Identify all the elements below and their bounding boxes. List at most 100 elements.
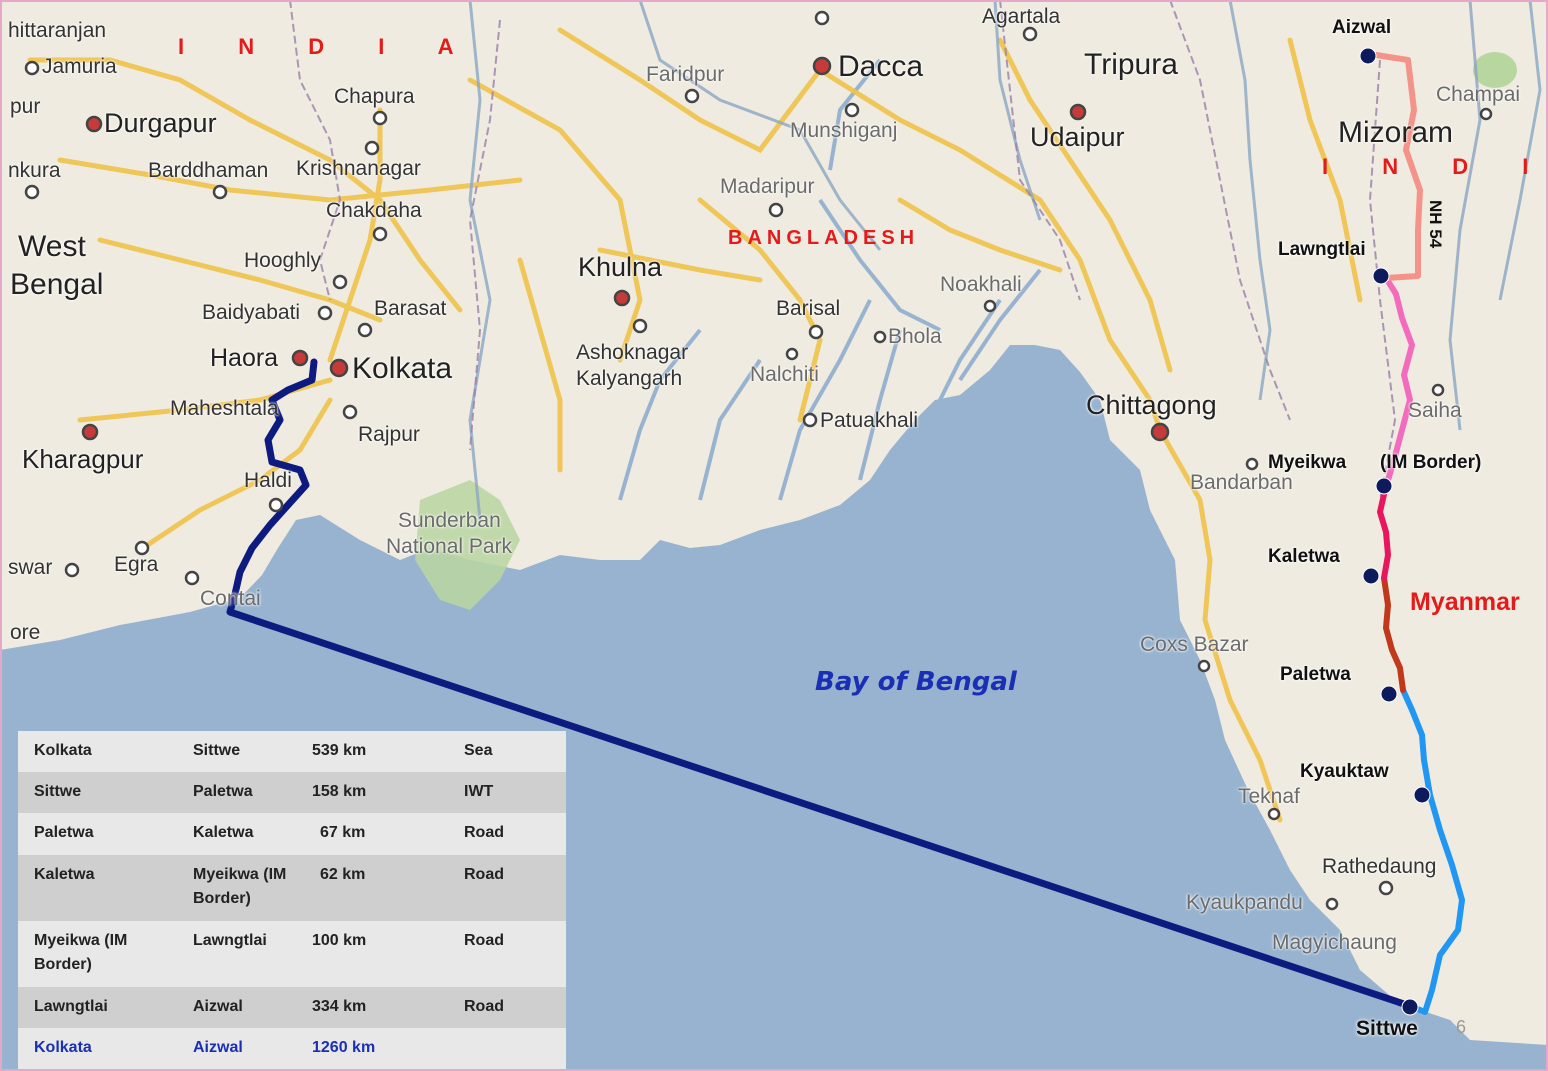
table-row: Sittwe Paletwa 158 km IWT [18, 772, 566, 814]
marker-ashoknagar [632, 318, 648, 334]
label-noakhali: Noakhali [940, 273, 1022, 296]
label-munshiganj: Munshiganj [790, 119, 898, 142]
marker-kolkata [329, 358, 349, 378]
label-chittaranjan: hittaranjan [8, 19, 107, 42]
label-coxs-bazar: Coxs Bazar [1140, 633, 1249, 656]
label-bhola: Bhola [888, 325, 942, 348]
label-magyichaung: Magyichaung [1272, 931, 1397, 954]
cell-from: Kolkata [34, 1038, 92, 1056]
label-barddhaman: Barddhaman [148, 159, 269, 182]
label-rathedaung: Rathedaung [1322, 855, 1437, 878]
marker-nalchiti [785, 347, 799, 361]
label-chapura: Chapura [334, 85, 415, 108]
marker-chapura [372, 110, 388, 126]
cell-mode: Road [464, 931, 504, 949]
label-contai: Contai [200, 587, 261, 610]
cell-distance: 62 km [320, 865, 366, 883]
cell-distance: 100 km [312, 931, 367, 949]
label-sunderban: Sunderban [398, 509, 501, 532]
marker-kyaukpandu [1325, 897, 1339, 911]
sunderban-park [415, 480, 520, 610]
label-faridpur: Faridpur [646, 63, 725, 86]
cell-mode: Sea [464, 742, 493, 759]
marker-udaipur [1069, 103, 1087, 121]
cell-to: Aizwal [193, 1038, 243, 1056]
label-haldia: Haldi [244, 469, 292, 492]
marker-barasat [357, 322, 373, 338]
label-egra: Egra [114, 553, 159, 576]
cell-distance: 1260 km [312, 1038, 376, 1056]
marker-dacca [812, 56, 832, 76]
label-west: West [18, 230, 86, 263]
cell-to: Sittwe [193, 742, 241, 759]
label-bay-of-bengal: Bay of Bengal [815, 667, 1017, 697]
sea-area [0, 345, 1548, 1071]
marker-swar [64, 562, 80, 578]
marker-baidyabati [317, 305, 333, 321]
delta-channels [618, 58, 1332, 1032]
label-saiha: Saiha [1408, 399, 1462, 422]
route-sea-kolkata-sittwe [226, 358, 1414, 1010]
mizoram-park [1473, 52, 1517, 88]
label-nalchiti: Nalchiti [750, 363, 819, 386]
cell-to: Myeikwa (IM Border) [193, 865, 287, 907]
label-hooghly: Hooghly [244, 249, 322, 272]
table-row: Myeikwa (IM Border) Lawngtlai 100 km Roa… [18, 920, 566, 987]
label-champai: Champai [1436, 83, 1521, 106]
label-dacca: Dacca [838, 50, 924, 83]
table-row: Lawngtlai Aizwal 334 km Road [18, 986, 566, 1028]
cell-to: Lawngtlai [193, 931, 267, 949]
route-iwt-sittwe-paletwa [1400, 687, 1465, 1015]
cell-distance: 539 km [312, 742, 367, 759]
route-road-lawngtlai-aizwal [1367, 51, 1423, 281]
node-lawngtlai [1372, 267, 1390, 285]
label-chittagong: Chittagong [1086, 390, 1217, 420]
table-row: Kolkata Sittwe 539 km Sea [18, 731, 566, 773]
marker-rajpur [342, 404, 358, 420]
route-label-aizwal: Aizwal [1332, 17, 1392, 38]
route-label-im-border: (IM Border) [1380, 452, 1482, 473]
node-myeikwa [1375, 477, 1393, 495]
marker-munshiganj [844, 102, 860, 118]
label-ashoknagar: Ashoknagar [576, 341, 689, 364]
marker-durgapur [85, 115, 103, 133]
label-india-west: I N D I A [178, 34, 478, 59]
marker-krishnanagar [364, 140, 380, 156]
marker-chittagong [1150, 422, 1170, 442]
marker-teknaf [1267, 807, 1281, 821]
marker-bankura [24, 184, 40, 200]
marker-faridpur [684, 88, 700, 104]
cell-to: Kaletwa [193, 824, 254, 842]
cell-distance: 334 km [312, 997, 367, 1015]
label-rajpur: Rajpur [358, 423, 420, 446]
marker-kharagpur [81, 423, 99, 441]
cell-mode: IWT [464, 783, 494, 801]
marker-bandarban [1245, 457, 1259, 471]
marker-noakhali [983, 299, 997, 313]
label-patuakhali: Patuakhali [820, 409, 919, 432]
route-label-kaletwa: Kaletwa [1268, 546, 1340, 567]
marker-jamuria [24, 60, 40, 76]
marker-barisal [808, 324, 824, 340]
border-lines [289, 0, 1397, 501]
table-row: Paletwa Kaletwa 67 km Road [18, 813, 566, 855]
table-total-row: Kolkata Aizwal 1260 km [18, 1027, 566, 1069]
route-label-nh54: NH 54 [1426, 200, 1445, 249]
cell-from: Lawngtlai [34, 997, 108, 1015]
label-kharagpur: Kharagpur [22, 444, 144, 474]
label-bengal: Bengal [10, 268, 104, 301]
cell-mode: Road [464, 865, 504, 883]
cell-distance: 67 km [320, 824, 366, 842]
label-krishnanagar: Krishnanagar [296, 157, 421, 180]
marker-patuakhali [802, 412, 818, 428]
node-kyauktaw [1413, 786, 1431, 804]
route-label-sittwe: Sittwe [1356, 1017, 1418, 1040]
node-sittwe [1401, 998, 1419, 1016]
node-aizwal [1359, 47, 1377, 65]
town-markers [24, 10, 1493, 911]
label-kyaukpandu: Kyaukpandu [1186, 891, 1303, 914]
route-label-paletwa: Paletwa [1280, 664, 1351, 685]
